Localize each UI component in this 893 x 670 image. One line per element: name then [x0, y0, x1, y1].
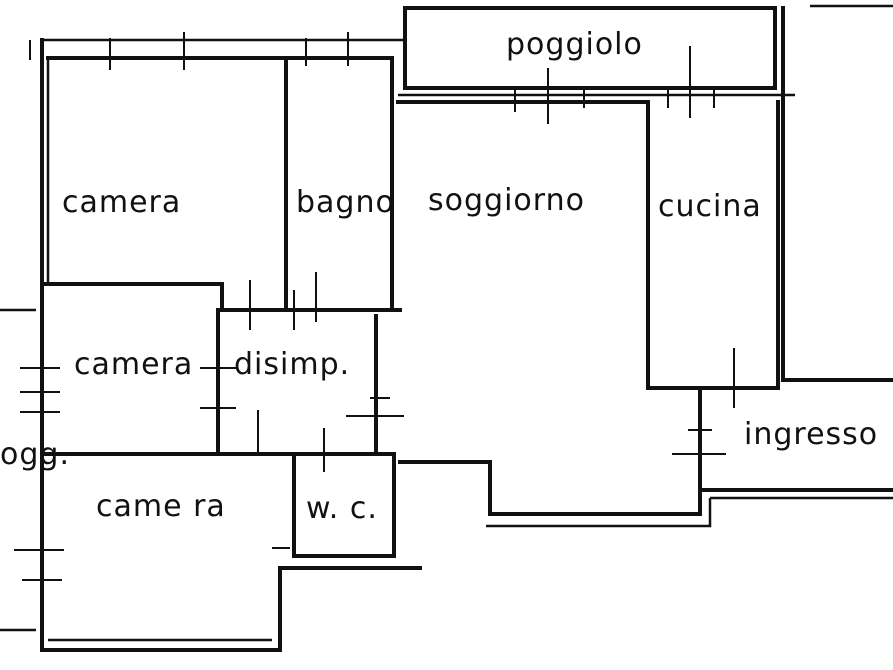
- camera-top-label: camera: [62, 185, 182, 220]
- bagno-label: bagno: [296, 185, 395, 220]
- cucina-label: cucina: [658, 189, 762, 224]
- poggiolo-label: poggiolo: [506, 27, 643, 62]
- pogg-left-label: ogg.: [0, 437, 70, 472]
- dimension-ticks: [14, 32, 735, 581]
- ingresso-label: ingresso: [744, 417, 879, 452]
- balcony-walls: [40, 6, 777, 90]
- camera-mid-label: camera: [74, 347, 194, 382]
- wc-label: w. c.: [306, 491, 378, 526]
- soggiorno-label: soggiorno: [428, 183, 585, 218]
- disimp-label: disimp.: [234, 347, 351, 382]
- interior-walls: [0, 4, 893, 652]
- camera-bottom-label: came ra: [96, 489, 226, 524]
